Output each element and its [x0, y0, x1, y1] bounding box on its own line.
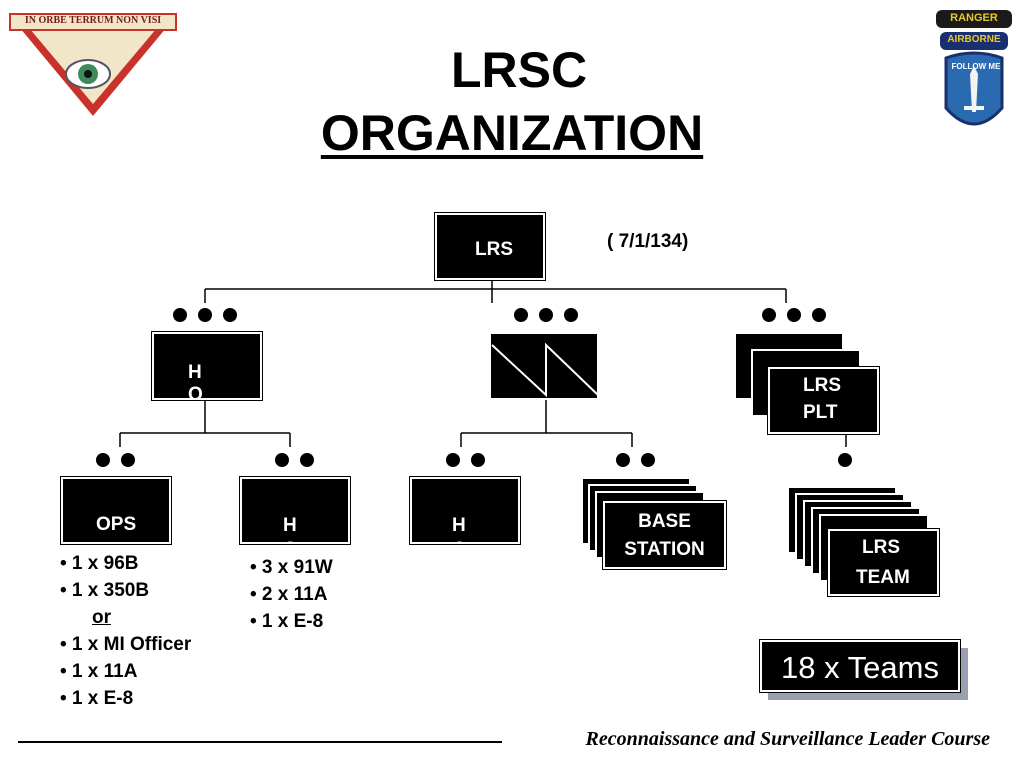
base-station-box: BASE STATION [602, 500, 727, 570]
list-item: • 1 x 350B [60, 580, 150, 601]
echelon-dot [539, 308, 553, 322]
list-item: or [92, 607, 111, 628]
lrs-team-label-2: TEAM [856, 567, 910, 588]
footer-divider [18, 741, 502, 743]
unit-code: ( 7/1/134) [607, 231, 689, 252]
echelon-dot [787, 308, 801, 322]
lrs-company-box: LRS [434, 212, 546, 281]
echelon-dot [173, 308, 187, 322]
echelon-dot [564, 308, 578, 322]
airborne-tab: AIRBORNE [947, 34, 1001, 45]
ops-section-box: OPS [60, 476, 172, 545]
echelon-dot [275, 453, 289, 467]
hq-section-box: H Q [151, 331, 263, 401]
list-item: • 1 x 96B [60, 553, 139, 574]
emblem-motto: IN ORBE TERRUM NON VISI [24, 15, 162, 26]
list-item: • 3 x 91W [250, 557, 333, 578]
hq-platoon-box: H Q [239, 476, 351, 545]
page-title-line1: LRSC [450, 42, 588, 98]
echelon-dot [446, 453, 460, 467]
team-count-badge: 18 x Teams [759, 639, 961, 693]
course-footer: Reconnaissance and Surveillance Leader C… [585, 728, 990, 750]
lrs-company-label: LRS [475, 239, 513, 260]
ranger-airborne-patch [936, 10, 1012, 126]
echelon-dot [223, 308, 237, 322]
list-item: • 1 x MI Officer [60, 634, 192, 655]
echelon-dot [514, 308, 528, 322]
base-station-label-1: BASE [638, 511, 691, 532]
lrs-team-label-1: LRS [862, 537, 900, 558]
ops-personnel-list: • 1 x 96B • 1 x 350B or • 1 x MI Officer… [60, 550, 191, 712]
echelon-dot [198, 308, 212, 322]
patch-motto: FOLLOW ME [951, 62, 1001, 71]
page-title-line2: ORGANIZATION [320, 105, 704, 161]
hq-personnel-list: • 3 x 91W • 2 x 11A • 1 x E-8 [250, 554, 333, 635]
hq-platoon-label: H Q [283, 515, 298, 542]
hq-signal-box: H Q [409, 476, 521, 545]
echelon-dot [838, 453, 852, 467]
list-item: • 2 x 11A [250, 584, 328, 605]
list-item: • 1 x E-8 [60, 688, 134, 709]
ops-section-label: OPS [96, 514, 137, 535]
echelon-dot [121, 453, 135, 467]
list-item: • 1 x E-8 [250, 611, 324, 632]
lrs-platoon-label-1: LRS [803, 375, 841, 396]
lrs-team-box: LRS TEAM [827, 528, 940, 597]
echelon-dot [812, 308, 826, 322]
lrs-platoon-box: LRS PLT [767, 366, 880, 435]
echelon-dot [641, 453, 655, 467]
unit-emblem-left [9, 13, 177, 116]
ranger-tab: RANGER [950, 12, 998, 24]
echelon-dot [96, 453, 110, 467]
lrs-platoon-label-2: PLT [803, 402, 838, 423]
echelon-dot [762, 308, 776, 322]
hq-signal-label: H Q [452, 515, 467, 542]
echelon-dot [616, 453, 630, 467]
echelon-dot [300, 453, 314, 467]
hq-section-label: H Q [188, 362, 203, 400]
base-station-label-2: STATION [624, 539, 705, 560]
list-item: • 1 x 11A [60, 661, 138, 682]
echelon-dot [471, 453, 485, 467]
